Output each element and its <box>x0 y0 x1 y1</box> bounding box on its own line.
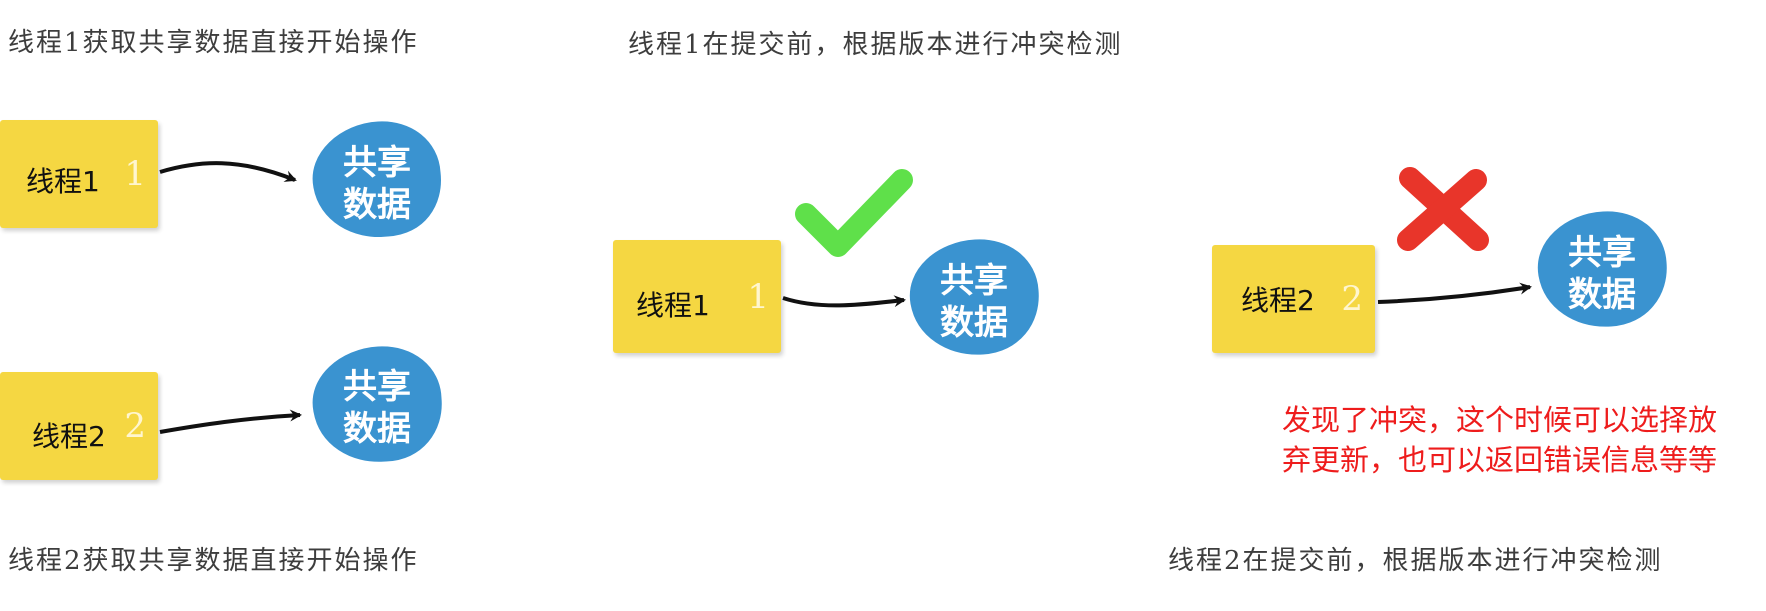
thread-box-2-commit: 2 <box>1212 245 1375 353</box>
thread-label: 线程2 <box>1241 284 1315 317</box>
conflict-note-line: 发现了冲突，这个时候可以选择放 <box>1282 403 1718 437</box>
shared-data-text: 数据 <box>343 185 411 225</box>
shared-data-blob-3: 共享 数据 <box>906 236 1042 358</box>
shared-data-text: 数据 <box>1568 275 1636 315</box>
shared-data-text: 共享 <box>940 261 1008 301</box>
thread-ghost-number: 2 <box>1341 279 1363 319</box>
shared-data-text: 共享 <box>343 143 411 183</box>
shared-data-text: 数据 <box>940 303 1008 343</box>
thread-label: 线程2 <box>32 420 106 453</box>
arrow-thread2-to-data <box>159 409 302 434</box>
thread-box-1-commit: 1 <box>613 240 781 353</box>
conflict-note-line: 弃更新，也可以返回错误信息等等 <box>1282 443 1718 477</box>
cross-icon <box>1397 167 1489 251</box>
thread-box-2: 2 <box>0 372 158 480</box>
caption-thread2-commit-check: 线程2在提交前，根据版本进行冲突检测 <box>1168 546 1663 576</box>
shared-data-text: 共享 <box>1568 233 1636 273</box>
thread-box-1: 1 <box>0 120 158 228</box>
arrow-thread1-commit <box>782 295 906 308</box>
shared-data-blob-4: 共享 数据 <box>1534 208 1670 330</box>
thread-ghost-number: 2 <box>124 406 146 446</box>
thread-label: 线程1 <box>636 289 710 322</box>
caption-thread1-commit-check: 线程1在提交前，根据版本进行冲突检测 <box>628 30 1123 60</box>
thread-label: 线程1 <box>26 165 100 198</box>
shared-data-text: 共享 <box>343 367 411 407</box>
shared-data-blob-1: 共享 数据 <box>309 118 444 241</box>
thread-ghost-number: 1 <box>124 154 146 194</box>
caption-thread1-acquire: 线程1获取共享数据直接开始操作 <box>8 28 419 58</box>
arrow-thread1-to-data <box>159 161 297 182</box>
shared-data-text: 数据 <box>343 409 411 449</box>
caption-thread2-acquire: 线程2获取共享数据直接开始操作 <box>8 546 419 576</box>
check-icon <box>795 169 913 257</box>
thread-ghost-number: 1 <box>747 276 769 317</box>
conflict-note: 发现了冲突，这个时候可以选择放 弃更新，也可以返回错误信息等等 <box>1282 400 1752 480</box>
shared-data-blob-2: 共享 数据 <box>309 343 445 465</box>
arrow-thread2-commit <box>1377 282 1532 304</box>
